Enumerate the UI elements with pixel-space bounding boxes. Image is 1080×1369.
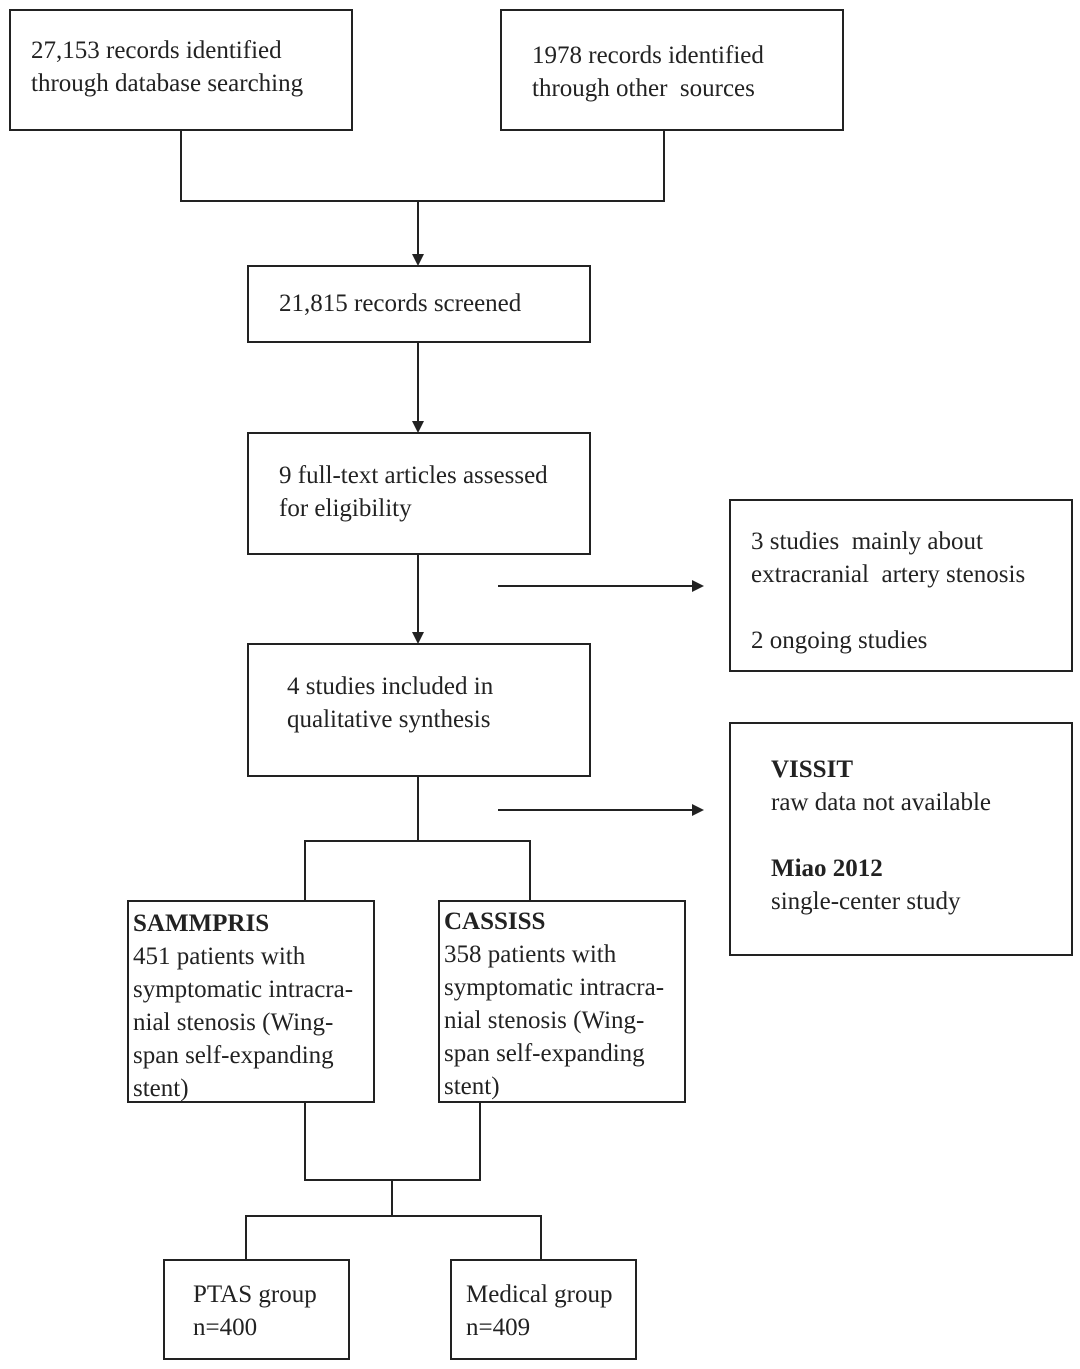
records-screened-box: 21,815 records screened	[247, 265, 591, 343]
fulltext-assessed-box: 9 full-text articles assessed for eligib…	[247, 432, 591, 555]
studies-included-line-2: qualitative synthesis	[287, 706, 491, 733]
merge-connector-top	[180, 131, 665, 202]
records-database-line-1: 27,153 records identified	[31, 37, 282, 64]
records-other-sources-box: 1978 records identified through other so…	[500, 9, 844, 131]
merge-connector-trials	[304, 1103, 481, 1181]
sammpris-line-6: stent)	[133, 1075, 189, 1102]
cassiss-line-5: span self-expanding	[444, 1040, 645, 1067]
sammpris-line-5: span self-expanding	[133, 1042, 334, 1069]
vissit-label: VISSIT	[771, 756, 853, 783]
sammpris-line-2: 451 patients with	[133, 943, 306, 970]
excluded-fulltext-line-1: 3 studies mainly about	[751, 528, 983, 555]
studies-included-box: 4 studies included in qualitative synthe…	[247, 643, 591, 777]
sammpris-box: SAMMPRIS 451 patients with symptomatic i…	[127, 900, 375, 1103]
split-connector-trials	[304, 840, 531, 900]
ptas-group-label: PTAS group	[193, 1281, 317, 1308]
split-connector-groups	[245, 1215, 542, 1259]
sammpris-title: SAMMPRIS	[133, 910, 270, 937]
studies-included-line-1: 4 studies included in	[287, 673, 494, 700]
excluded-fulltext-box: 3 studies mainly about extracranial arte…	[729, 499, 1073, 672]
ptas-group-box: PTAS group n=400	[163, 1259, 350, 1360]
cassiss-line-4: nial stenosis (Wing-	[444, 1007, 645, 1034]
excluded-fulltext-line-3: 2 ongoing studies	[751, 627, 928, 654]
cassiss-line-6: stent)	[444, 1073, 500, 1100]
medical-group-box: Medical group n=409	[450, 1259, 637, 1360]
records-screened-line-1: 21,815 records screened	[279, 290, 522, 317]
vissit-reason: raw data not available	[771, 789, 992, 816]
records-database-line-2: through database searching	[31, 70, 304, 97]
medical-group-count: n=409	[466, 1314, 531, 1341]
excluded-fulltext-line-2: extracranial artery stenosis	[751, 561, 1026, 588]
excluded-included-box: VISSIT raw data not available Miao 2012 …	[729, 722, 1073, 956]
excluded-fulltext-spacer	[751, 591, 1051, 624]
records-database-box: 27,153 records identified through databa…	[9, 9, 353, 131]
miao-reason: single-center study	[771, 888, 961, 915]
cassiss-title: CASSISS	[444, 908, 546, 935]
records-other-line-1: 1978 records identified	[532, 42, 764, 69]
cassiss-line-2: 358 patients with	[444, 941, 617, 968]
excluded-included-spacer	[771, 819, 1031, 852]
sammpris-line-3: symptomatic intracra-	[133, 976, 354, 1003]
ptas-group-count: n=400	[193, 1314, 258, 1341]
medical-group-label: Medical group	[466, 1281, 613, 1308]
records-other-line-2: through other sources	[532, 75, 755, 102]
fulltext-line-2: for eligibility	[279, 495, 412, 522]
cassiss-line-3: symptomatic intracra-	[444, 974, 665, 1001]
fulltext-line-1: 9 full-text articles assessed	[279, 462, 548, 489]
sammpris-line-4: nial stenosis (Wing-	[133, 1009, 334, 1036]
miao-label: Miao 2012	[771, 855, 883, 882]
cassiss-box: CASSISS 358 patients with symptomatic in…	[438, 900, 686, 1103]
